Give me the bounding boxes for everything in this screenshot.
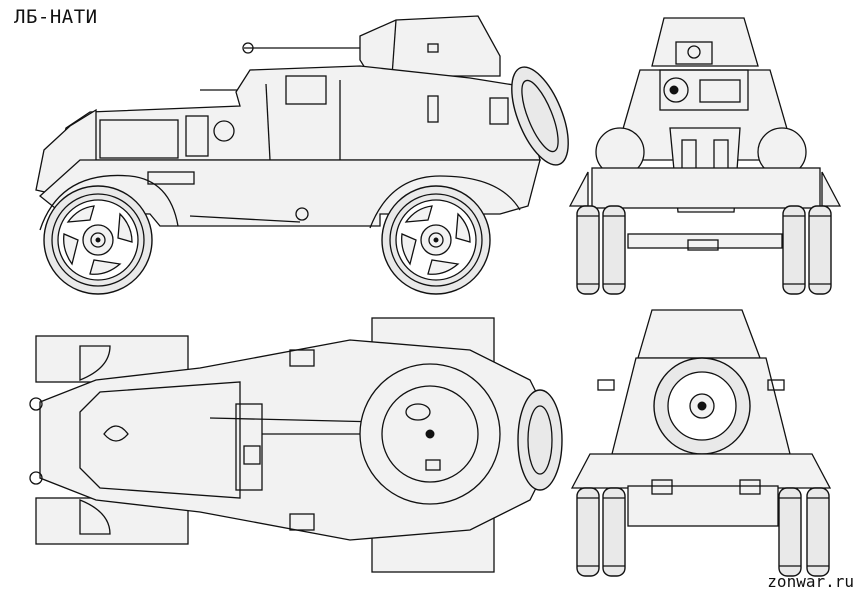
drawing-title: ЛБ-НАТИ	[14, 6, 98, 28]
top-view	[29, 317, 563, 573]
front-view	[568, 17, 842, 295]
site-credit: zonwar.ru	[767, 572, 854, 591]
side-view	[35, 15, 569, 295]
rear-view	[570, 309, 832, 577]
